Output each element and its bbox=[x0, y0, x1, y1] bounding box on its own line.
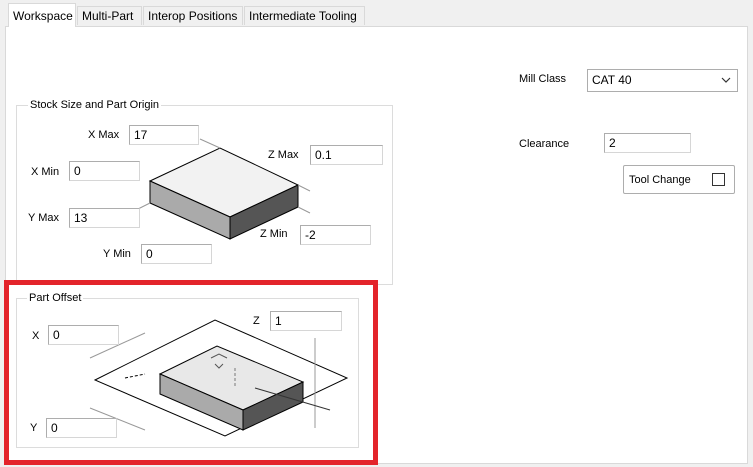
offset-x-label: X bbox=[32, 330, 40, 342]
part-offset-diagram bbox=[89, 319, 349, 437]
tab-intermediate-tooling[interactable]: Intermediate Tooling bbox=[244, 6, 365, 25]
x-min-label: X Min bbox=[31, 166, 60, 178]
tool-change-label: Tool Change bbox=[629, 174, 691, 186]
tab-workspace[interactable]: Workspace bbox=[8, 3, 76, 27]
y-min-label: Y Min bbox=[103, 248, 131, 260]
x-max-label: X Max bbox=[88, 129, 120, 141]
chevron-down-icon bbox=[721, 77, 731, 83]
stock-size-title: Stock Size and Part Origin bbox=[28, 99, 162, 111]
z-max-input[interactable]: 0.1 bbox=[310, 145, 383, 165]
y-max-input[interactable]: 13 bbox=[69, 208, 140, 228]
offset-y-label: Y bbox=[30, 422, 38, 434]
x-min-input[interactable]: 0 bbox=[69, 161, 140, 181]
mill-class-value: CAT 40 bbox=[592, 73, 632, 87]
z-max-label: Z Max bbox=[268, 149, 299, 161]
z-min-label: Z Min bbox=[260, 228, 288, 240]
stock-block-diagram bbox=[137, 138, 311, 240]
z-min-input[interactable]: -2 bbox=[300, 225, 371, 245]
tab-interop-positions[interactable]: Interop Positions bbox=[143, 6, 243, 25]
offset-x-input[interactable]: 0 bbox=[48, 325, 119, 345]
part-offset-title: Part Offset bbox=[27, 292, 84, 304]
mill-class-select[interactable]: CAT 40 bbox=[587, 69, 738, 92]
part-offset-group bbox=[16, 298, 359, 448]
y-min-input[interactable]: 0 bbox=[141, 244, 212, 264]
tool-change-checkbox[interactable] bbox=[712, 173, 725, 186]
tab-multi-part[interactable]: Multi-Part bbox=[77, 6, 142, 25]
tab-bar: Workspace Multi-Part Interop Positions I… bbox=[0, 0, 753, 27]
highlight-box bbox=[4, 280, 378, 465]
offset-y-input[interactable]: 0 bbox=[46, 418, 117, 438]
tool-change-toggle[interactable]: Tool Change bbox=[623, 165, 735, 194]
mill-class-label: Mill Class bbox=[519, 73, 567, 85]
y-max-label: Y Max bbox=[28, 212, 59, 224]
x-max-input[interactable]: 17 bbox=[129, 125, 199, 145]
clearance-input[interactable]: 2 bbox=[604, 133, 691, 153]
offset-z-label: Z bbox=[253, 315, 260, 327]
clearance-label: Clearance bbox=[519, 138, 570, 150]
offset-z-input[interactable]: 1 bbox=[270, 311, 342, 331]
